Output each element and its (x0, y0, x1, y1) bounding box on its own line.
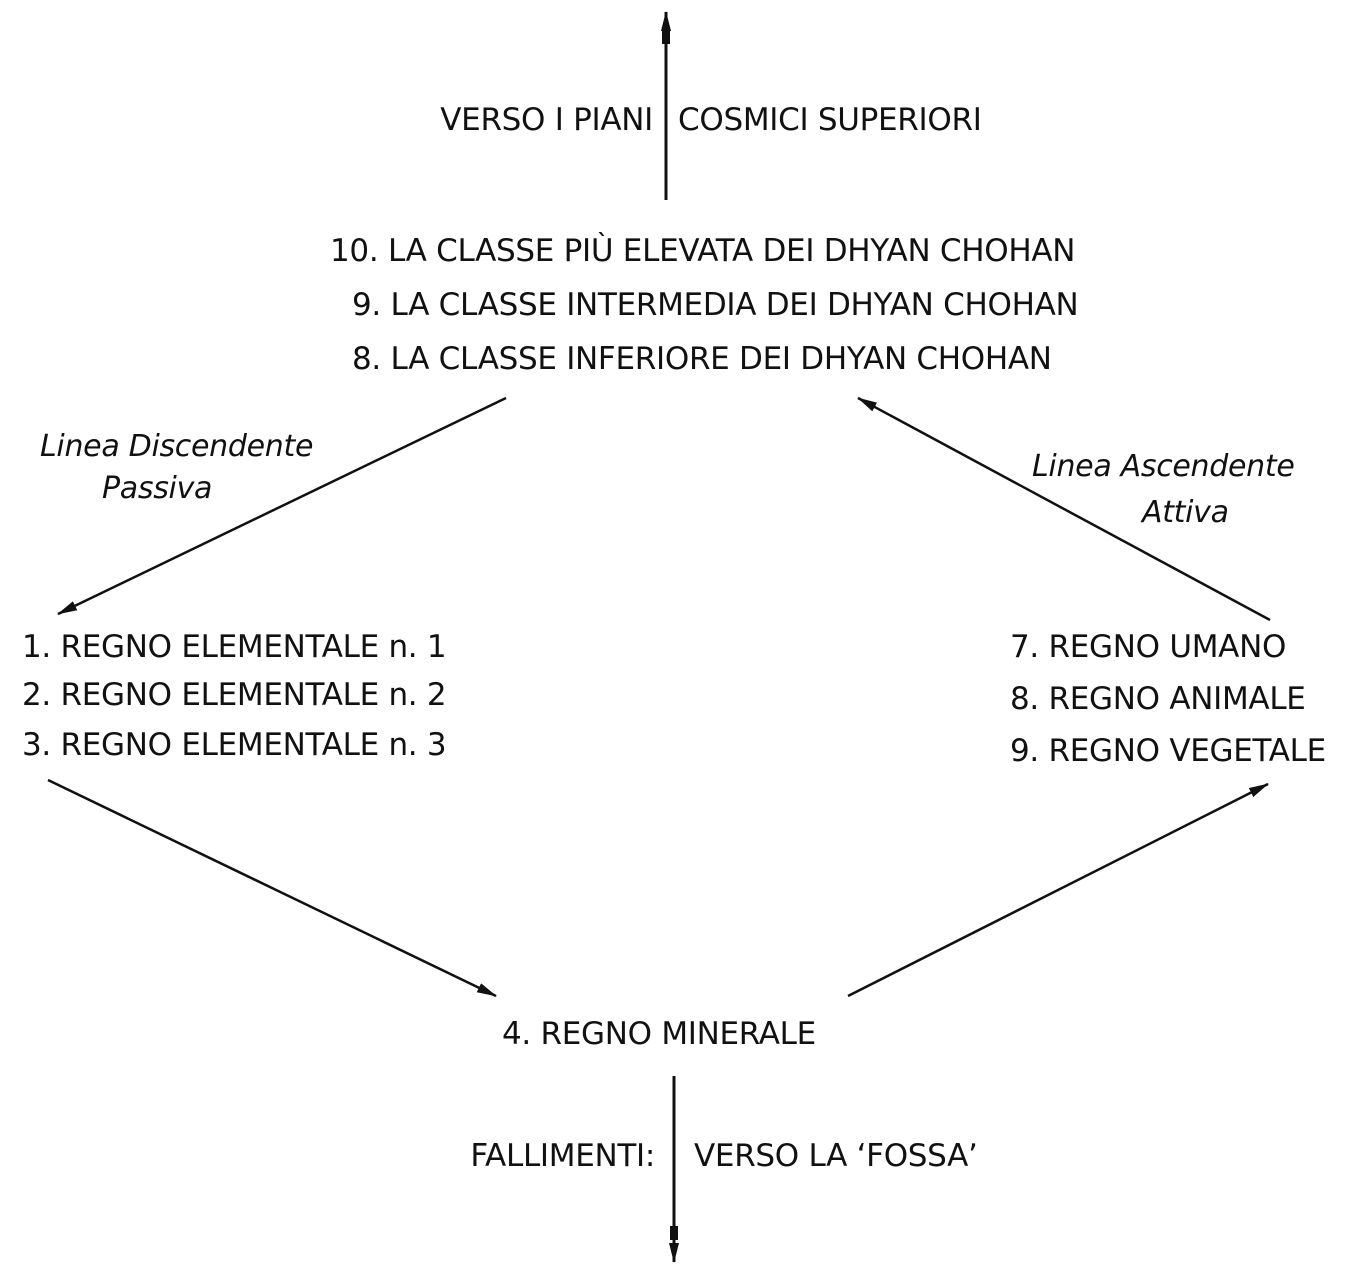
arrow-ascending-active (857, 396, 1271, 622)
bottom-right-label: VERSO LA ‘FOSSA’ (694, 1138, 978, 1174)
descending-line-sublabel: Passiva (102, 471, 213, 506)
descending-line-label: Linea Discendente (40, 429, 314, 464)
dhyan-class-10: 10. LA CLASSE PIÙ ELEVATA DEI DHYAN CHOH… (330, 233, 1076, 269)
arrow-to-mineral (47, 778, 497, 998)
kingdom-elemental-1: 1. REGNO ELEMENTALE n. 1 (22, 629, 447, 665)
arrow-up-tick (662, 30, 670, 44)
ascending-line-sublabel: Attiva (1142, 495, 1229, 530)
kingdom-human: 7. REGNO UMANO (1010, 629, 1287, 665)
bottom-left-label: FALLIMENTI: (470, 1138, 655, 1174)
dhyan-class-8: 8. LA CLASSE INFERIORE DEI DHYAN CHOHAN (352, 341, 1052, 377)
kingdom-elemental-3: 3. REGNO ELEMENTALE n. 3 (22, 727, 447, 763)
ascending-line-label: Linea Ascendente (1032, 449, 1295, 484)
dhyan-class-9: 9. LA CLASSE INTERMEDIA DEI DHYAN CHOHAN (352, 287, 1079, 323)
kingdom-mineral: 4. REGNO MINERALE (502, 1016, 816, 1052)
kingdom-vegetal: 9. REGNO VEGETALE (1010, 733, 1326, 769)
kingdom-animal: 8. REGNO ANIMALE (1010, 681, 1306, 717)
arrow-descending-passive (57, 396, 507, 616)
arrow-to-vegetal (847, 782, 1269, 998)
arrow-down-tick (670, 1226, 678, 1240)
top-right-label: COSMICI SUPERIORI (678, 102, 982, 138)
kingdom-elemental-2: 2. REGNO ELEMENTALE n. 2 (22, 677, 447, 713)
top-left-label: VERSO I PIANI (440, 102, 653, 138)
